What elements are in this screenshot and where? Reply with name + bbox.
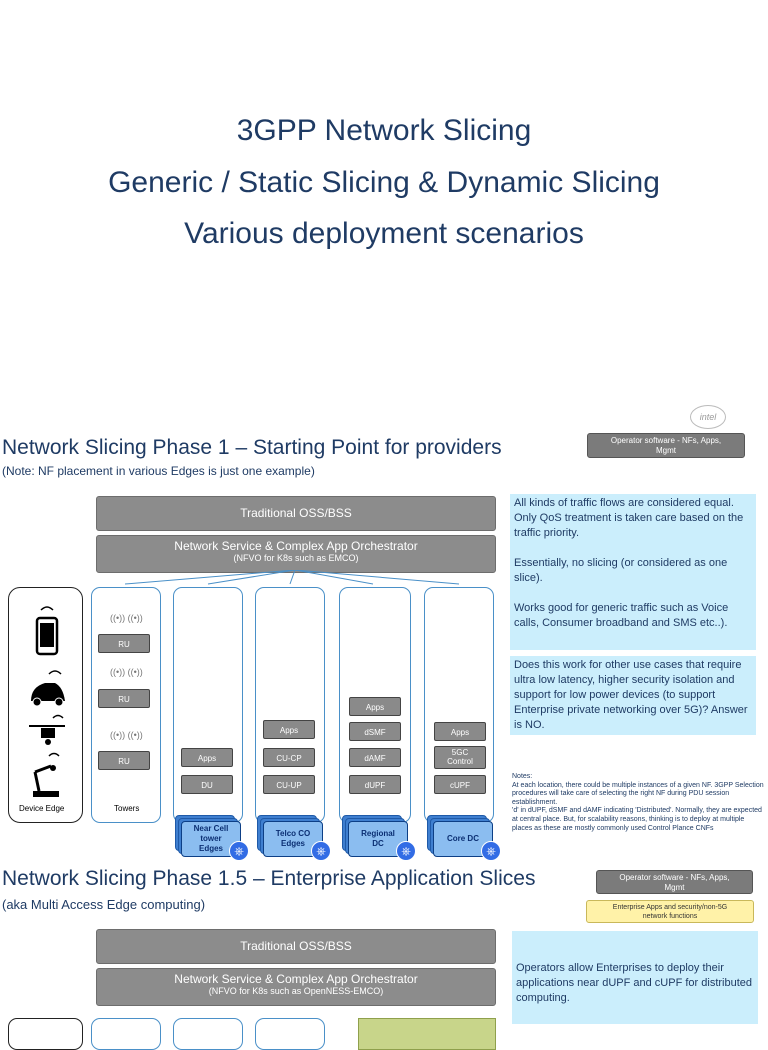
drone-icon xyxy=(29,714,65,745)
device-icons xyxy=(29,606,65,797)
device-edge-box-2 xyxy=(8,1018,83,1050)
towers-column: ((•)) ((•)) RU ((•)) ((•)) RU ((•)) ((•)… xyxy=(91,587,161,823)
phase1-question-box: Does this work for other use cases that … xyxy=(510,656,756,735)
regional-dc: Regional DC ⎈ xyxy=(342,815,416,861)
phase15-heading: Network Slicing Phase 1.5 – Enterprise A… xyxy=(2,867,536,890)
ru-chip: RU xyxy=(98,634,150,653)
tower-icon: ((•)) ((•)) xyxy=(110,730,143,740)
phase1-note: (Note: NF placement in various Edges is … xyxy=(2,464,315,478)
dsmf-chip: dSMF xyxy=(349,722,401,741)
telco-co-column: Apps CU-CP CU-UP xyxy=(255,587,325,823)
tower-icon: ((•)) ((•)) xyxy=(110,613,143,623)
cu-cp-chip: CU-CP xyxy=(263,748,315,767)
telco-co-dc: Telco CO Edges ⎈ xyxy=(257,815,331,861)
orchestrator-label-2: Network Service & Complex App Orchestrat… xyxy=(174,972,418,986)
cupf-chip: cUPF xyxy=(434,775,486,794)
robot-arm-icon xyxy=(33,752,60,797)
orchestrator-bar-2: Network Service & Complex App Orchestrat… xyxy=(96,968,496,1006)
kubernetes-icon: ⎈ xyxy=(481,841,501,861)
legend-operator-software: Operator software - NFs, Apps, Mgmt xyxy=(596,870,753,894)
ru-chip: RU xyxy=(98,689,150,708)
phase1-heading: Network Slicing Phase 1 – Starting Point… xyxy=(2,436,502,459)
title-line-3: Various deployment scenarios xyxy=(184,217,584,250)
smartphone-icon xyxy=(35,606,59,656)
telco-co-column-2 xyxy=(255,1018,325,1050)
kubernetes-icon: ⎈ xyxy=(229,841,249,861)
dupf-chip: dUPF xyxy=(349,775,401,794)
tower-icon: ((•)) ((•)) xyxy=(110,667,143,677)
core-dc: Core DC ⎈ xyxy=(427,815,501,861)
apps-chip: Apps xyxy=(181,748,233,767)
cu-up-chip: CU-UP xyxy=(263,775,315,794)
orchestrator-label: Network Service & Complex App Orchestrat… xyxy=(174,539,418,553)
title-line-2: Generic / Static Slicing & Dynamic Slici… xyxy=(108,166,660,199)
damf-chip: dAMF xyxy=(349,748,401,767)
oss-bss-bar: Traditional OSS/BSS xyxy=(96,496,496,531)
kubernetes-icon: ⎈ xyxy=(311,841,331,861)
core-dc-label: Core DC xyxy=(433,821,493,857)
phase1-notes: Notes: At each location, there could be … xyxy=(512,773,764,832)
regional-column: Apps dSMF dAMF dUPF xyxy=(339,587,411,823)
intel-logo: intel xyxy=(690,405,726,429)
near-cell-column: Apps DU xyxy=(173,587,243,823)
near-cell-dc: Near Cell tower Edges ⎈ xyxy=(175,815,249,861)
orchestrator-sub-2: (NFVO for K8s such as OpenNESS-EMCO) xyxy=(208,986,384,996)
orchestrator-connectors xyxy=(124,570,460,585)
device-edge-label: Device Edge xyxy=(19,804,65,813)
kubernetes-icon: ⎈ xyxy=(396,841,416,861)
phase1-explanation-box: All kinds of traffic flows are considere… xyxy=(510,494,756,650)
apps-chip: Apps xyxy=(349,697,401,716)
phase15-note: (aka Multi Access Edge computing) xyxy=(2,897,206,912)
apps-chip: Apps xyxy=(263,720,315,739)
ru-chip: RU xyxy=(98,751,150,770)
5gc-control-chip: 5GC Control xyxy=(434,746,486,769)
phase15-explanation-box: Operators allow Enterprises to deploy th… xyxy=(512,931,758,1024)
enterprise-apps-area xyxy=(358,1018,496,1050)
orchestrator-sub: (NFVO for K8s such as EMCO) xyxy=(233,553,359,563)
oss-bss-bar-2: Traditional OSS/BSS xyxy=(96,929,496,964)
apps-chip: Apps xyxy=(434,722,486,741)
towers-label: Towers xyxy=(114,804,140,813)
car-icon xyxy=(31,670,65,707)
legend-enterprise-apps: Enterprise Apps and security/non-5G netw… xyxy=(586,900,754,923)
core-column: Apps 5GC Control cUPF xyxy=(424,587,494,823)
near-cell-column-2 xyxy=(173,1018,243,1050)
title-line-1: 3GPP Network Slicing xyxy=(236,114,532,147)
orchestrator-bar: Network Service & Complex App Orchestrat… xyxy=(96,535,496,573)
du-chip: DU xyxy=(181,775,233,794)
towers-column-2 xyxy=(91,1018,161,1050)
device-edge-box: Device Edge xyxy=(8,587,83,823)
legend-operator-software: Operator software - NFs, Apps, Mgmt xyxy=(587,433,745,458)
